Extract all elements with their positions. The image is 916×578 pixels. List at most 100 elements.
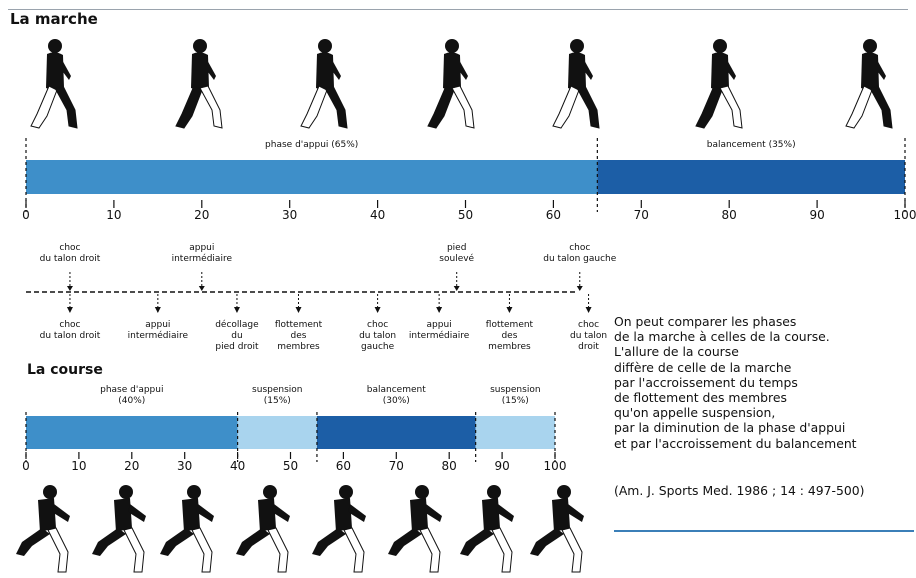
runner-arm (196, 504, 214, 522)
figure-leg-back (427, 85, 455, 129)
runner-leg-front (191, 527, 213, 573)
figure-torso (46, 52, 64, 90)
runner-torso (410, 498, 428, 532)
figure-leg-front (451, 85, 475, 129)
course-tick-label-10: 100 (543, 459, 567, 473)
figure-head (713, 39, 727, 53)
marche-tick-label-3: 30 (282, 208, 298, 222)
event-below-arrow-3 (295, 307, 302, 313)
runner-arm (348, 504, 366, 522)
event-below-arrow-7 (585, 307, 592, 313)
runner-leg-back (92, 528, 126, 556)
figure-torso (861, 52, 879, 90)
running-figure-icon-7 (530, 485, 584, 573)
figure-head (193, 39, 207, 53)
event-below-label-0: choc du talon droit (39, 320, 101, 341)
runner-arm (272, 504, 290, 522)
event-above-label-0: choc du talon droit (39, 243, 101, 264)
comparison-note: On peut comparer les phases de la marche… (614, 314, 857, 451)
figure-arm (579, 58, 593, 80)
marche-tick-label-8: 80 (721, 208, 737, 222)
runner-leg-front (123, 527, 145, 573)
figure-leg-back (30, 85, 58, 129)
running-figure-icon-0 (16, 485, 70, 573)
course-tick-label-6: 60 (335, 459, 352, 473)
course-phase-bar-2 (316, 416, 476, 449)
walking-figure-icon-3 (427, 39, 475, 129)
runner-head (187, 485, 201, 499)
marche-tick-label-10: 100 (893, 208, 916, 222)
figure-leg-front (324, 85, 348, 129)
runner-arm (424, 504, 442, 522)
figure-arm (722, 58, 736, 80)
course-phase-bar-3 (475, 416, 555, 449)
figure-leg-front (54, 85, 78, 129)
runner-torso (114, 498, 132, 532)
event-below-label-7: choc du talon droit (570, 320, 608, 352)
runner-head (557, 485, 571, 499)
event-below-label-3: flottement des membres (274, 320, 323, 352)
event-above-arrow-3 (576, 286, 583, 291)
figure-torso (443, 52, 461, 90)
figure-leg-back (175, 85, 203, 129)
course-phase-label-0: phase d'appui (40%) (100, 385, 164, 406)
running-figure-icon-1 (92, 485, 146, 573)
figure-leg-front (719, 85, 743, 129)
course-tick-label-3: 30 (177, 459, 193, 473)
figure-leg-front (576, 85, 600, 129)
figure-leg-back (845, 85, 873, 129)
course-tick-label-7: 70 (388, 459, 404, 473)
marche-tick-label-1: 10 (106, 208, 122, 222)
runner-arm (566, 504, 584, 522)
figure-leg-front (199, 85, 223, 129)
figure-torso (191, 52, 209, 90)
figure-arm (872, 58, 886, 80)
runner-leg-front (561, 527, 583, 573)
figure-torso (711, 52, 729, 90)
event-below-label-1: appui intermédiaire (127, 320, 189, 341)
event-below-arrow-2 (233, 307, 240, 313)
figure-head (863, 39, 877, 53)
figure-head (445, 39, 459, 53)
runner-leg-back (388, 528, 422, 556)
runner-head (119, 485, 133, 499)
marche-title: La marche (10, 10, 98, 28)
event-above-label-1: appui intermédiaire (171, 243, 232, 264)
event-below-label-6: flottement des membres (485, 320, 534, 352)
marche-tick-label-6: 60 (545, 208, 562, 222)
course-phase-bar-0 (26, 416, 238, 449)
runner-head (339, 485, 353, 499)
figure-leg-back (695, 85, 723, 129)
walking-figure-icon-0 (30, 39, 78, 129)
source-citation: (Am. J. Sports Med. 1986 ; 14 : 497-500) (614, 483, 865, 498)
walking-figure-icon-6 (845, 39, 893, 129)
course-tick-label-0: 0 (22, 459, 30, 473)
runner-torso (258, 498, 276, 532)
figure-leg-back (300, 85, 328, 129)
running-figure-icon-2 (160, 485, 214, 573)
course-tick-label-2: 20 (124, 459, 140, 473)
event-above-arrow-1 (198, 286, 205, 291)
event-below-label-2: décollage du pied droit (215, 320, 259, 352)
source-rule (614, 530, 914, 532)
runner-leg-back (236, 528, 270, 556)
event-below-label-4: choc du talon gauche (359, 320, 397, 352)
course-tick-label-4: 40 (229, 459, 246, 473)
figure-head (48, 39, 62, 53)
runner-head (43, 485, 57, 499)
marche-phase-bar-1 (597, 160, 905, 194)
runner-torso (552, 498, 570, 532)
course-tick-label-9: 90 (494, 459, 510, 473)
event-above-label-3: choc du talon gauche (543, 243, 617, 264)
event-below-label-5: appui intermédiaire (408, 320, 470, 341)
course-tick-label-8: 80 (441, 459, 457, 473)
runner-leg-front (491, 527, 513, 573)
figure-leg-front (869, 85, 893, 129)
runner-arm (52, 504, 70, 522)
event-below-arrow-1 (154, 307, 161, 313)
figure-head (318, 39, 332, 53)
course-tick-label-1: 10 (71, 459, 87, 473)
runner-torso (482, 498, 500, 532)
runner-head (415, 485, 429, 499)
